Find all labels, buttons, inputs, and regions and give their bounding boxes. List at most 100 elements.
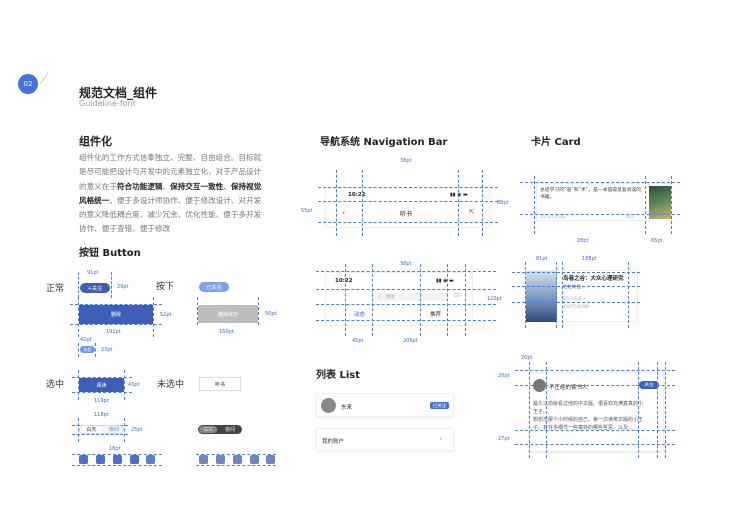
book-title: 鸟巷之谷：大众心理研究 xyxy=(563,276,624,282)
tab-dynamic[interactable]: 动态 xyxy=(354,312,366,318)
bookmark-icon-alt[interactable] xyxy=(250,455,259,464)
tag-button[interactable]: 标签 xyxy=(80,346,95,353)
state-label-normal: 正常 xyxy=(46,284,65,294)
state-label-selected: 选中 xyxy=(46,380,65,390)
section-number: 02 xyxy=(23,80,33,88)
follow-button[interactable]: +关注 xyxy=(80,283,110,293)
page-subtitle: Guideline-font xyxy=(79,99,136,108)
dim-nav2-statusbar: 38pt xyxy=(400,261,412,267)
book-cover-image xyxy=(526,271,557,322)
nav-bar-2: 10:22 ▮▮ ◉ ▬ ⌕ 搜索 ⊡ 动态 推荐 xyxy=(325,272,473,326)
dim-review-bottom: 27pt xyxy=(498,436,510,442)
back-arrow-icon[interactable]: ‹ xyxy=(342,208,346,217)
bookmark-icon[interactable] xyxy=(130,455,139,464)
status-time: 10:22 xyxy=(348,192,366,198)
badge-slash-divider xyxy=(39,72,49,85)
day-night-toggle[interactable]: 白天 夜间 xyxy=(79,425,124,434)
card-article-text: 总结学习的“道”和“术”，是一本值得反复阅读的书籍。 xyxy=(540,188,642,200)
dim-nav1-side: 55pt xyxy=(301,208,313,214)
listen-button-unselected[interactable]: 听书 xyxy=(199,377,241,391)
dim-nav1-statusbar: 38pt xyxy=(400,158,412,164)
list-follow-button[interactable]: 已关注 xyxy=(430,402,449,409)
status-time-2: 10:22 xyxy=(335,278,353,284)
dim-nav2-height: 120pt xyxy=(487,296,502,302)
book-words: 4607万字/0种 xyxy=(563,304,590,309)
dim-nav2-width: 206pt xyxy=(403,338,418,344)
search-box[interactable]: ⌕ 搜索 xyxy=(372,293,448,301)
gear-icon-alt[interactable] xyxy=(216,455,225,464)
card-article-image xyxy=(649,186,671,219)
dim-delete-height: 52pt xyxy=(160,312,172,318)
dim-delete-done-height: 50pt xyxy=(265,311,277,317)
dim-toggle-width: 118pt xyxy=(94,412,109,418)
page-title: 规范文档_组件 xyxy=(79,86,158,100)
section-number-badge: 02 xyxy=(18,74,38,94)
card-review[interactable]: 不正经的读书人 关注 最久以前就看过他的中文版。很喜欢充满童真的小 王子。 想想… xyxy=(529,372,664,452)
card-article[interactable]: 总结学习的“道”和“术”，是一本值得反复阅读的书籍。 10 Oct 2018 1… xyxy=(536,183,672,221)
dim-card-image: 65pt xyxy=(651,238,663,244)
user-icon[interactable] xyxy=(146,455,155,464)
gear-icon[interactable] xyxy=(96,455,105,464)
download-icon-alt[interactable] xyxy=(233,455,242,464)
search-placeholder: 搜索 xyxy=(386,295,395,300)
day-night-toggle-dark[interactable]: 白天 夜间 xyxy=(198,425,242,434)
delete-button[interactable]: 删除 xyxy=(79,305,153,324)
desc-line-4: 风格统一。便于多设计师协作、便于修改设计、对开发 xyxy=(79,195,262,205)
chevron-right-icon: › xyxy=(439,434,443,443)
avatar xyxy=(321,398,336,413)
book-readers: 2万人在读 > xyxy=(563,296,587,301)
toggle-dark-day[interactable]: 白天 xyxy=(199,426,217,433)
desc-line-1: 组件化的工作方式信奉独立、完整、自由组合。目标就 xyxy=(79,153,262,162)
desc-line-5: 的意义降低耦合度、减少冗余、优化性能、便于多开发 xyxy=(79,210,262,220)
nav-bar-1: 10:22 ▮▮ ◉ ▬ ‹ 听书 ⇱ xyxy=(325,188,490,228)
dim-reading-height: 43pt xyxy=(128,382,140,388)
dim-tag-width: 42pt xyxy=(80,337,92,343)
search-icon: ⌕ xyxy=(378,295,381,300)
card-book[interactable]: 鸟巷之谷：大众心理研究 佐佐纳拉 2万人在读 > 4607万字/0种 xyxy=(525,270,638,322)
status-icons-2: ▮▮ ◉ ▬ xyxy=(436,278,454,284)
dim-reading-width: 119pt xyxy=(94,398,109,404)
nav-title: 听书 xyxy=(400,211,413,218)
state-label-unselected: 未选中 xyxy=(157,380,185,390)
component-description: 组件化的工作方式信奉独立、完整、自由组合。目标就 是尽可能把设计与开发中的元素独… xyxy=(79,151,261,237)
tab-recommend[interactable]: 推荐 xyxy=(430,312,442,318)
reviewer-name: 不正经的读书人 xyxy=(549,385,588,391)
book-author: 佐佐纳拉 xyxy=(563,285,581,290)
dim-book-width: 188pt xyxy=(582,256,597,262)
card-article-count: 10万 xyxy=(625,214,635,219)
delete-success-button[interactable]: 删除成功 xyxy=(198,305,258,323)
list-account-label: 我的账户 xyxy=(322,439,345,445)
download-icon[interactable] xyxy=(113,455,122,464)
dim-review-top: 20pt xyxy=(521,355,533,361)
user-icon-alt[interactable] xyxy=(266,455,275,464)
settings-icon[interactable] xyxy=(79,455,88,464)
list-item-user[interactable]: 东来 已关注 xyxy=(316,393,454,417)
list-item-account[interactable]: 我的账户 › xyxy=(316,428,454,451)
list-user-name: 东来 xyxy=(341,405,353,411)
nav-heading: 导航系统 Navigation Bar xyxy=(320,137,448,148)
toggle-night[interactable]: 夜间 xyxy=(108,427,119,433)
component-heading: 组件化 xyxy=(79,135,112,148)
dim-follow-height: 29pt xyxy=(117,284,129,290)
dim-tag-height: 23pt xyxy=(101,347,113,353)
dim-toggle-height: 25pt xyxy=(131,427,143,433)
list-heading: 列表 List xyxy=(316,370,361,381)
desc-line-6: 协作、便于查错、便于修改 xyxy=(79,224,171,234)
dim-icon-size: 18pt xyxy=(109,446,121,452)
reading-button-selected[interactable]: 阅读 xyxy=(79,378,124,392)
settings-icon-alt[interactable] xyxy=(199,455,208,464)
desc-line-2: 是尽可能把设计与开发中的元素独立化，对于产品设计 xyxy=(79,167,262,177)
dim-nav2-tab: 45pt xyxy=(352,338,364,344)
dim-nav1-height: 88pt xyxy=(497,200,509,206)
card-heading: 卡片 Card xyxy=(531,137,581,148)
dim-follow-width: 91pt xyxy=(87,270,99,276)
toggle-dark-night[interactable]: 夜间 xyxy=(224,427,235,433)
dim-book-cover: 81pt xyxy=(536,256,548,262)
dim-delete-done-width: 160pt xyxy=(219,329,234,335)
share-icon[interactable]: ⇱ xyxy=(469,208,475,216)
dim-review-left: 20pt xyxy=(498,373,510,379)
toggle-day[interactable]: 白天 xyxy=(80,426,103,433)
scan-icon[interactable]: ⊡ xyxy=(454,292,460,299)
review-text: 最久以前就看过他的中文版。很喜欢充满童真的小 王子。 想想忘那个小时候的自己。第… xyxy=(533,401,644,431)
followed-button[interactable]: 已关注 xyxy=(199,282,229,292)
